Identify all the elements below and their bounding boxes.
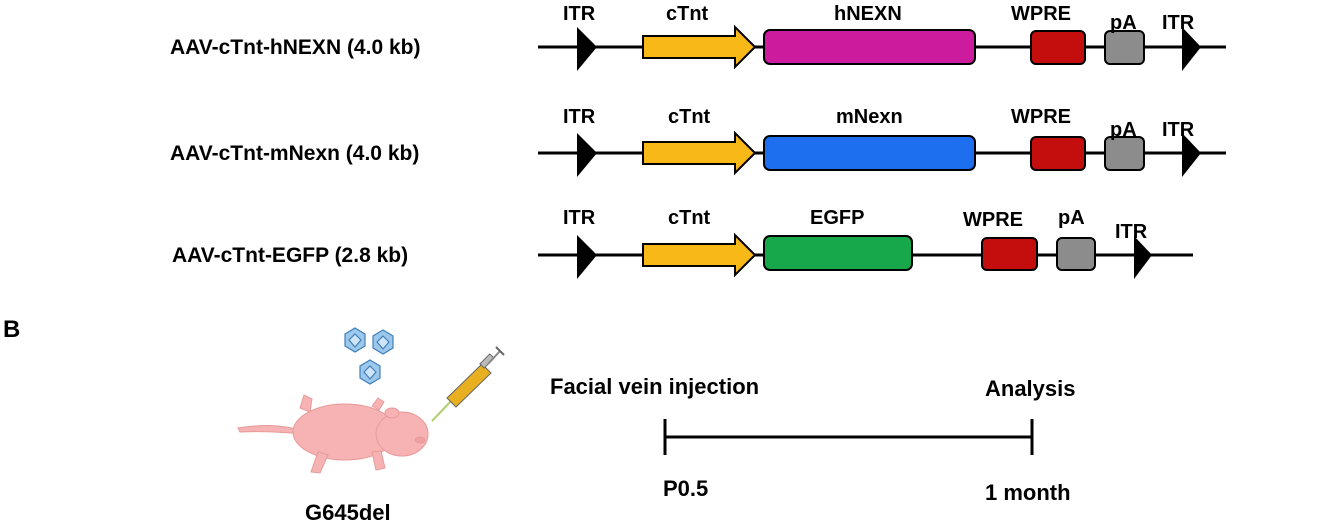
gene-label: hNEXN (834, 3, 902, 25)
timeline-start-time: P0.5 (663, 476, 708, 501)
wpre-label: WPRE (963, 209, 1023, 231)
pa-box (1056, 237, 1096, 271)
itr-right-marker (1182, 133, 1201, 177)
mouse-icon (237, 394, 429, 474)
itr-right-label: ITR (1115, 221, 1148, 243)
itr-left-marker (577, 27, 597, 71)
promoter-label: cTnt (668, 207, 711, 229)
timeline-start-event: Facial vein injection (550, 374, 759, 399)
itr-left-label: ITR (563, 3, 596, 25)
gene-box (763, 29, 976, 65)
promoter-arrow (642, 232, 757, 278)
wpre-box (981, 237, 1038, 271)
construct-row-mnexn: AAV-cTnt-mNexn (4.0 kb) ITR cTnt mNexn W… (170, 106, 1226, 177)
gene-label: EGFP (810, 207, 864, 229)
itr-left-label: ITR (563, 106, 596, 128)
itr-left-label: ITR (563, 207, 596, 229)
itr-right-marker (1134, 236, 1152, 279)
promoter-label: cTnt (668, 106, 711, 128)
gene-box (763, 235, 913, 271)
pa-box (1104, 30, 1145, 65)
wpre-label: WPRE (1011, 3, 1071, 25)
pa-box (1104, 136, 1145, 171)
timeline: Facial vein injection Analysis P0.5 1 mo… (550, 374, 1076, 505)
itr-left-marker (577, 133, 597, 177)
promoter-arrow (642, 24, 757, 70)
promoter-label: cTnt (666, 3, 709, 25)
panel-b-label: B (3, 316, 20, 343)
wpre-box (1030, 136, 1086, 171)
itr-left-marker (577, 235, 597, 279)
wpre-label: WPRE (1011, 106, 1071, 128)
itr-right-label: ITR (1162, 119, 1195, 141)
construct-name: AAV-cTnt-EGFP (2.8 kb) (172, 244, 408, 267)
construct-row-hnexn: AAV-cTnt-hNEXN (4.0 kb) ITR cTnt hNEXN W… (170, 3, 1226, 71)
itr-right-marker (1182, 27, 1201, 71)
pa-label: pA (1110, 119, 1137, 141)
virus-icon (344, 327, 394, 385)
itr-right-label: ITR (1162, 12, 1195, 34)
promoter-arrow (642, 130, 757, 176)
construct-name: AAV-cTnt-mNexn (4.0 kb) (170, 142, 419, 165)
timeline-end-event: Analysis (985, 376, 1076, 401)
gene-box (763, 135, 976, 171)
pa-label: pA (1058, 207, 1085, 229)
mouse-label: G645del (305, 500, 391, 525)
construct-row-egfp: AAV-cTnt-EGFP (2.8 kb) ITR cTnt EGFP WPR… (172, 207, 1193, 279)
syringe-icon (431, 346, 505, 422)
pa-label: pA (1110, 12, 1137, 34)
construct-name: AAV-cTnt-hNEXN (4.0 kb) (170, 36, 420, 59)
wpre-box (1030, 30, 1086, 65)
timeline-end-time: 1 month (985, 480, 1071, 505)
gene-label: mNexn (836, 106, 903, 128)
